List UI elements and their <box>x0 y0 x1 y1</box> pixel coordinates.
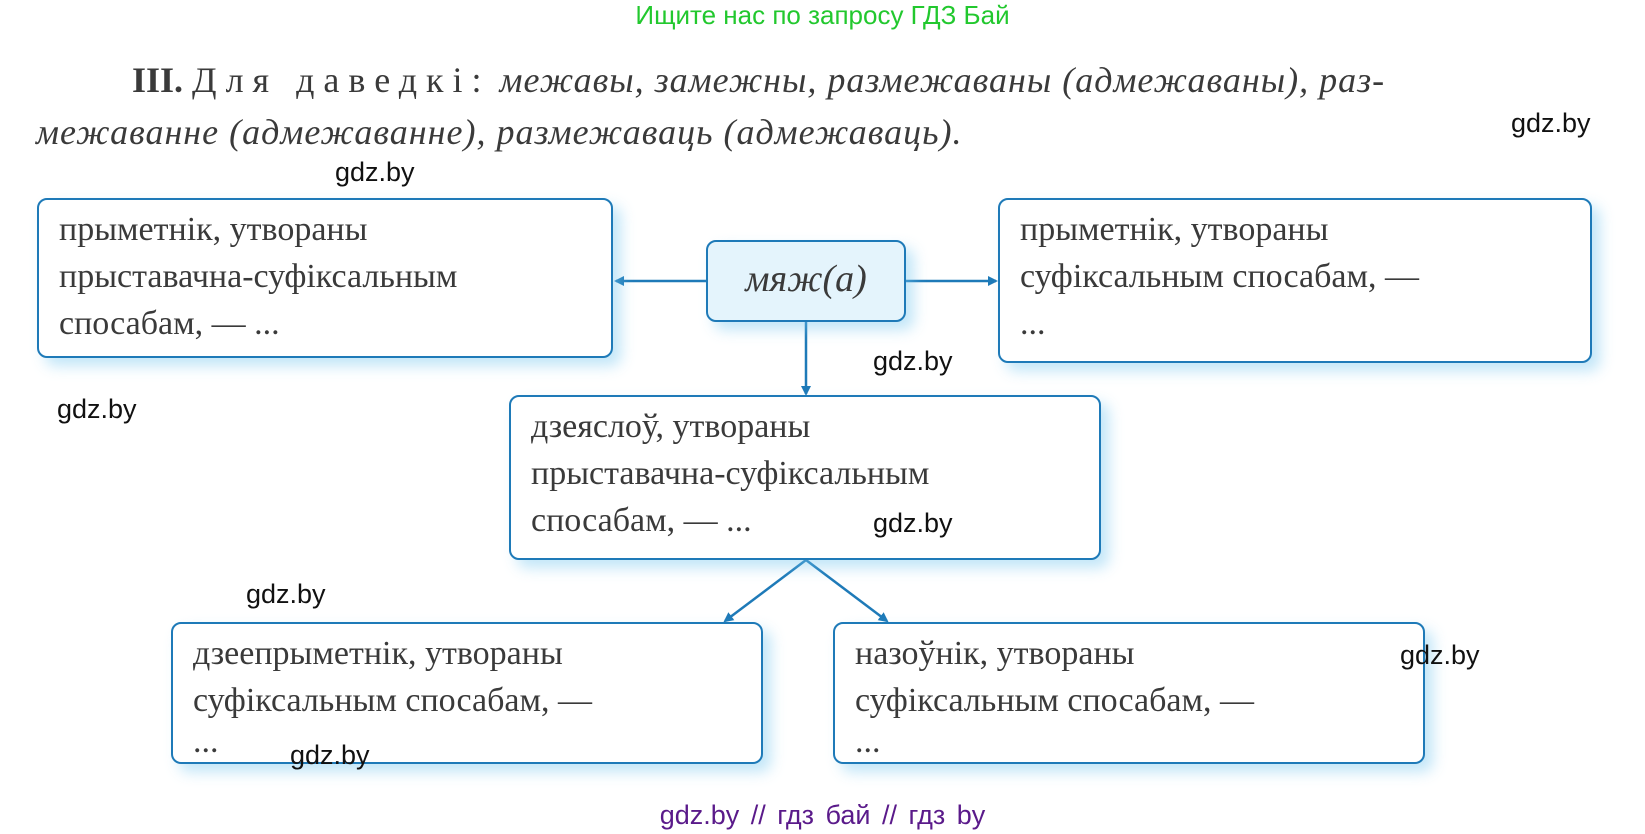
box-line: спосабам, — ... <box>59 305 280 342</box>
heading-line-1: III. Для даведкі: межавы, замежны, разме… <box>36 54 1596 106</box>
root-text: мяж(а) <box>745 258 867 300</box>
watermark: gdz.by <box>1511 108 1591 138</box>
right-box: прыметнік, утвораны суфіксальным спосаба… <box>998 198 1592 363</box>
box-line: прыметнік, утвораны <box>1020 211 1329 248</box>
top-banner: Ищите нас по запросу ГДЗ Бай <box>635 0 1010 30</box>
left-box: прыметнік, утвораны прыставачна-суфіксал… <box>37 198 613 358</box>
middle-box: дзеяслоў, утвораны прыставачна-суфіксаль… <box>509 395 1101 560</box>
reference-words-line-1: межавы, замежны, размежаваны (адмежаваны… <box>499 60 1386 100</box>
watermark: gdz.by <box>57 394 137 424</box>
footer-watermark: gdz.by // гдз бай // гдз by <box>659 800 986 830</box>
arrow-to-bottom-right-box <box>805 559 889 623</box>
box-line: назоўнік, утвораны <box>855 635 1135 672</box>
watermark: gdz.by <box>873 508 953 538</box>
reference-words-line-2: межаванне (адмежаванне), размежаваць (ад… <box>36 112 963 152</box>
box-line: суфіксальным спосабам, — <box>1020 258 1420 295</box>
watermark: gdz.by <box>290 740 370 770</box>
watermark: gdz.by <box>1400 640 1480 670</box>
box-line: ... <box>855 723 881 760</box>
box-line: суфіксальным спосабам, — <box>193 682 593 719</box>
bottom-left-box: дзеепрыметнік, утвораны суфіксальным спо… <box>171 622 763 764</box>
root-box: мяж(а) <box>706 240 906 322</box>
box-line: суфіксальным спосабам, — <box>855 682 1255 719</box>
exercise-heading: III. Для даведкі: межавы, замежны, разме… <box>36 54 1596 158</box>
arrow-to-bottom-left-box <box>723 559 807 623</box>
heading-line-2: межаванне (адмежаванне), размежаваць (ад… <box>36 106 1596 158</box>
box-line: дзеяслоў, утвораны <box>531 408 811 445</box>
box-line: ... <box>1020 305 1046 342</box>
box-line: спосабам, — ... <box>531 502 752 539</box>
box-line: дзеепрыметнік, утвораны <box>193 635 563 672</box>
watermark: gdz.by <box>873 346 953 376</box>
exercise-number: III. <box>132 60 184 100</box>
reference-label: Для даведкі: <box>192 60 491 100</box>
watermark: gdz.by <box>246 579 326 609</box>
watermark: gdz.by <box>335 157 415 187</box>
box-line: прыставачна-суфіксальным <box>59 258 458 295</box>
box-line: ... <box>193 723 219 760</box>
bottom-right-box: назоўнік, утвораны суфіксальным спосабам… <box>833 622 1425 764</box>
box-line: прыставачна-суфіксальным <box>531 455 930 492</box>
box-line: прыметнік, утвораны <box>59 211 368 248</box>
